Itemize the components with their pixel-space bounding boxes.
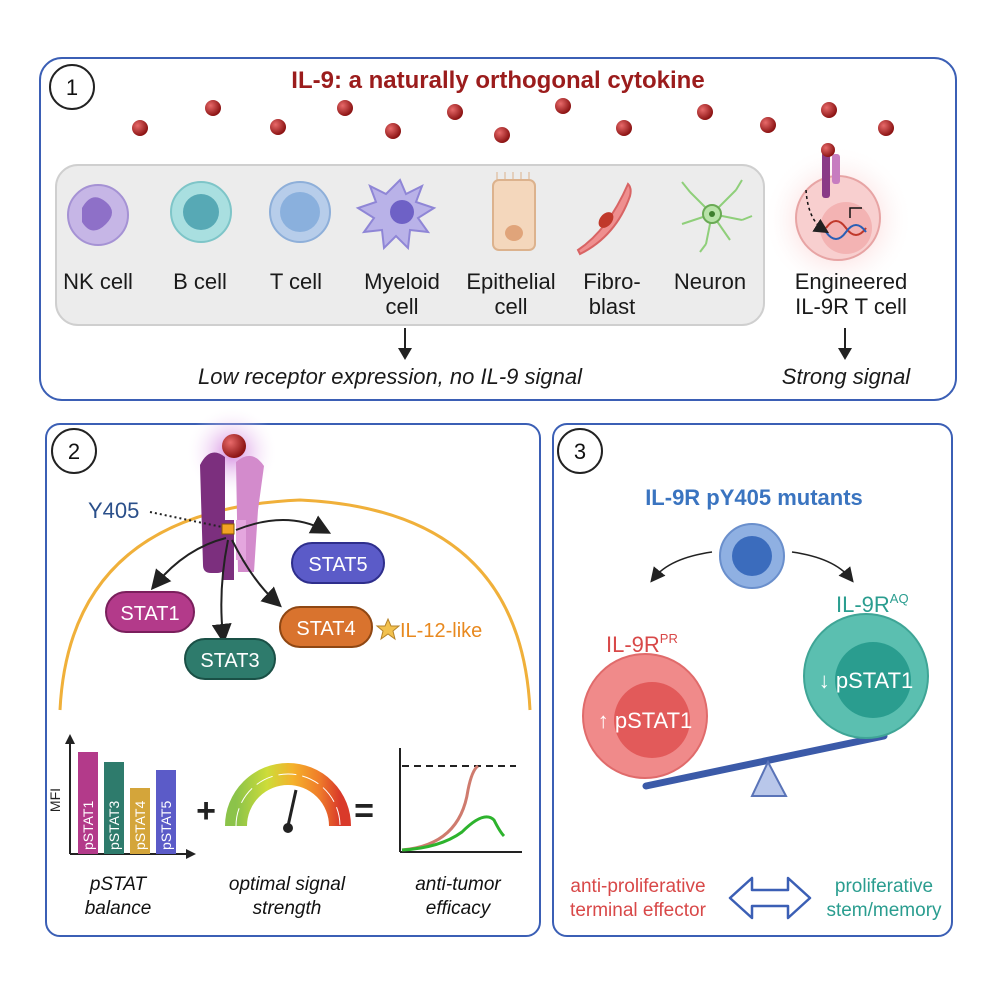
arrow-head-low (398, 348, 412, 360)
panel-3: 3 IL-9R pY405 mutants IL-9RPR IL-9RAQ ↑ … (552, 423, 953, 937)
double-arrow-icon (728, 876, 812, 920)
cell-label-fibro-2: blast (589, 294, 635, 319)
panel-3-number: 3 (574, 439, 586, 464)
stat5-pill: STAT5 (291, 542, 385, 584)
il9-receptor-icon (186, 406, 278, 580)
arrow-left-curve (650, 551, 713, 583)
stat3-label: STAT3 (200, 650, 259, 672)
bar-pstat3 (104, 762, 124, 854)
caption-gauge-1: optimal signal (229, 874, 346, 895)
pr-cell-label: ↑ pSTAT1 (598, 708, 693, 733)
proliferative-label: proliferative (835, 876, 933, 897)
bar-label-pstat3: pSTAT3 (106, 801, 122, 850)
engineered-label-1: Engineered (795, 269, 908, 294)
panel-1-title: IL-9: a naturally orthogonal cytokine (291, 67, 704, 94)
caption-gauge-2: strength (253, 898, 322, 919)
central-cell-icon (719, 523, 785, 589)
panel-2: 2 Y405 STAT1 STAT3 (45, 406, 541, 937)
cell-label-epithelial-1: Epithelial (466, 269, 555, 294)
mfi-label: MFI (47, 788, 63, 812)
neuron-icon (681, 179, 753, 253)
cell-label-b: B cell (173, 269, 227, 294)
strong-signal-text: Strong signal (782, 364, 912, 389)
t-cell-icon (269, 181, 331, 243)
cell-label-t: T cell (270, 269, 322, 294)
aq-cell-label: ↓ pSTAT1 (819, 668, 914, 693)
terminal-effector-label: terminal effector (570, 900, 707, 921)
panel-2-number-badge (51, 428, 97, 474)
il9r-aq-cell: ↓ pSTAT1 (803, 613, 929, 739)
pstat-bar-chart: MFI pSTAT1 pSTAT3 pSTAT4 pSTAT5 (47, 734, 196, 859)
low-signal-text: Low receptor expression, no IL-9 signal (198, 364, 583, 389)
panel-3-number-badge (557, 428, 603, 474)
efficacy-plot (399, 748, 522, 853)
arrow-right-curve (791, 551, 854, 583)
bar-pstat1 (78, 752, 98, 854)
engineered-t-cell-icon (763, 143, 913, 295)
epithelial-cell-icon (492, 172, 536, 251)
panel-1-number: 1 (66, 75, 78, 100)
non-target-cells-box (55, 164, 765, 326)
panel-1-number-badge (49, 64, 95, 110)
caption-efficacy-2: efficacy (426, 898, 492, 919)
myeloid-cell-icon (355, 178, 437, 251)
bar-label-pstat1: pSTAT1 (80, 801, 96, 850)
cytokine-dots (132, 98, 894, 143)
caption-pstat-2: balance (85, 898, 152, 919)
stat4-pill: STAT4 (279, 606, 373, 648)
stem-memory-label: stem/memory (826, 900, 942, 921)
bar-label-pstat4: pSTAT4 (132, 801, 148, 850)
cell-label-neuron: Neuron (674, 269, 746, 294)
signal-arrows (150, 515, 332, 644)
panel-2-number: 2 (68, 439, 80, 464)
stat3-pill: STAT3 (184, 638, 276, 680)
b-cell-icon (170, 181, 232, 243)
equals-sign: = (354, 792, 374, 830)
plus-sign: + (196, 792, 216, 830)
il9r-pr-cell: ↑ pSTAT1 (582, 653, 708, 779)
bar-label-pstat5: pSTAT5 (158, 801, 174, 850)
seesaw-fulcrum (750, 759, 788, 797)
fibroblast-icon (576, 182, 632, 256)
cell-label-epithelial-2: cell (494, 294, 527, 319)
seesaw-beam (642, 732, 888, 790)
nk-cell-icon (67, 184, 129, 246)
stat4-label: STAT4 (296, 618, 355, 640)
anti-proliferative-label: anti-proliferative (570, 876, 705, 897)
arrow-head-strong (838, 348, 852, 360)
y405-label: Y405 (88, 498, 139, 523)
cell-label-myeloid-1: Myeloid (364, 269, 440, 294)
y405-pointer (149, 511, 223, 528)
panel-3-title: IL-9R pY405 mutants (645, 485, 863, 510)
il9r-aq-label: IL-9RAQ (836, 591, 909, 617)
cell-label-fibro-1: Fibro- (583, 269, 640, 294)
il12-like-label: IL-12-like (400, 620, 482, 642)
signal-strength-gauge (225, 763, 351, 833)
panel-1: 1 IL-9: a naturally orthogonal cytokine (39, 57, 957, 401)
star-icon (375, 617, 401, 641)
panel-3-border (552, 423, 953, 937)
caption-pstat-1: pSTAT (89, 874, 148, 895)
bar-pstat4 (130, 788, 150, 854)
engineered-label-2: IL-9R T cell (795, 294, 907, 319)
cell-label-myeloid-2: cell (385, 294, 418, 319)
bar-pstat5 (156, 770, 176, 854)
stat5-label: STAT5 (308, 554, 367, 576)
cell-label-nk: NK cell (63, 269, 133, 294)
caption-efficacy-1: anti-tumor (415, 874, 501, 895)
cell-membrane-arc (58, 498, 532, 711)
stat1-pill: STAT1 (105, 591, 195, 633)
stat1-label: STAT1 (120, 603, 179, 625)
il9r-pr-label: IL-9RPR (606, 631, 678, 657)
